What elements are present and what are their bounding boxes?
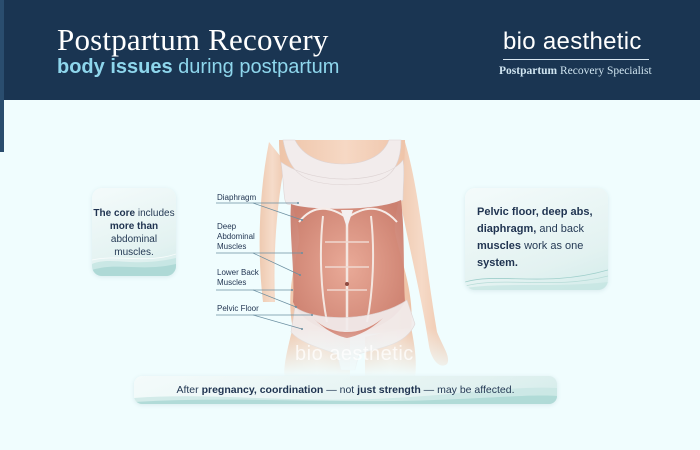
info-card-system: Pelvic floor, deep abs, diaphragm, and b… xyxy=(465,188,608,290)
wave-decoration xyxy=(465,269,608,290)
coordination-text: After pregnancy, coordination — not just… xyxy=(134,376,557,397)
page-subtitle: body issues during postpartum xyxy=(57,56,339,79)
anatomy-figure-illustration xyxy=(255,132,465,377)
tagline-bold: Postpartum xyxy=(499,65,558,77)
text-bold: The core xyxy=(93,208,136,219)
text-bold: muscles xyxy=(477,240,522,252)
label-diaphragm: Diaphragm xyxy=(217,193,257,202)
label-deep-abdominal-muscles: Deep Abdominal Muscles xyxy=(217,222,255,252)
brand-tagline: Postpartum Recovery Specialist xyxy=(499,65,652,77)
label-lower-back-muscles: Lower Back Muscles xyxy=(217,268,259,288)
info-banner-coordination: After pregnancy, coordination — not just… xyxy=(134,376,557,404)
header-banner xyxy=(0,0,700,100)
brand-divider xyxy=(503,59,649,60)
label-line: Deep xyxy=(217,222,237,231)
label-line: Muscles xyxy=(217,242,247,251)
text-regular: After xyxy=(176,384,202,396)
label-pelvic-floor: Pelvic Floor xyxy=(217,304,259,313)
text-bold: Pelvic floor, deep abs, xyxy=(477,206,593,218)
text-regular: and back xyxy=(536,223,584,235)
subtitle-rest: during postpartum xyxy=(172,56,340,78)
label-line: Muscles xyxy=(217,278,247,287)
label-line: Lower Back xyxy=(217,268,259,277)
left-accent-strip xyxy=(0,0,4,152)
label-line: Abdominal xyxy=(217,232,255,241)
page-title: Postpartum Recovery xyxy=(57,22,329,57)
text-bold: system. xyxy=(477,257,518,269)
watermark: bio aesthetic xyxy=(295,343,414,365)
text-regular: includes xyxy=(135,208,175,219)
text-regular: — may be affected. xyxy=(420,384,515,396)
text-regular: — not xyxy=(323,384,358,396)
subtitle-highlight: body issues xyxy=(57,56,173,78)
system-card-text: Pelvic floor, deep abs, diaphragm, and b… xyxy=(465,188,608,272)
wave-decoration xyxy=(134,387,557,404)
text-bold: diaphragm, xyxy=(477,223,537,235)
wave-decoration xyxy=(92,253,176,276)
text-bold: just strength xyxy=(357,384,421,396)
brand-logo: bio aesthetic xyxy=(503,28,642,55)
tagline-rest: Recovery Specialist xyxy=(557,65,652,77)
text-bold: more than xyxy=(109,221,159,232)
text-regular: abdominal muscles. xyxy=(110,234,158,258)
info-card-core: The core includes more than abdominal mu… xyxy=(92,188,176,276)
core-card-text: The core includes more than abdominal mu… xyxy=(92,188,176,259)
text-regular: work as one xyxy=(521,240,584,252)
text-bold: pregnancy, coordination xyxy=(201,384,324,396)
